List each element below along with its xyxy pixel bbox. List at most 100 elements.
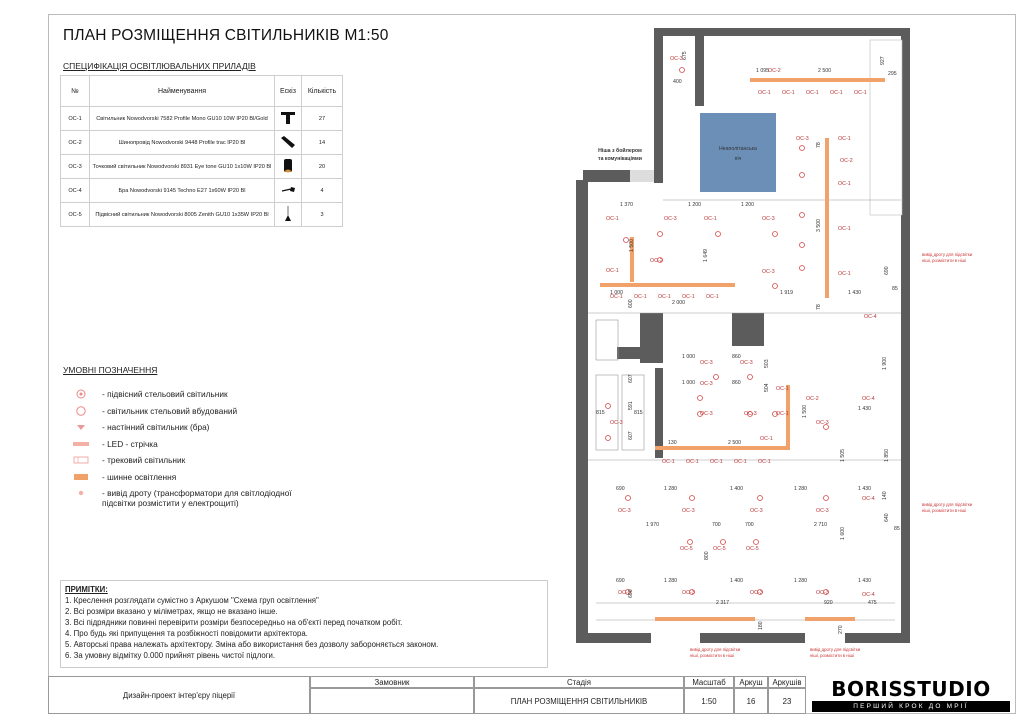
svg-text:ОС-1: ОС-1 <box>854 90 867 96</box>
track-light-symbol-icon <box>66 454 96 466</box>
logo-name: BORISSTUDIO <box>831 677 991 701</box>
wire-note-4: вивід дроту для підсвітки <box>810 647 861 652</box>
legend-item: - трековий світильник <box>66 452 292 469</box>
wire-note-1b: ніші, розмістити в ніші <box>922 258 966 263</box>
svg-text:1 400: 1 400 <box>730 578 743 584</box>
svg-text:1 280: 1 280 <box>794 578 807 584</box>
wall-lamp-icon <box>280 182 296 198</box>
svg-text:690: 690 <box>616 486 625 492</box>
oven <box>700 113 776 192</box>
project-name: Дизайн-проект інтер'єру піцерії <box>48 676 310 714</box>
svg-text:ОС-3: ОС-3 <box>618 590 631 596</box>
svg-text:690: 690 <box>884 266 890 275</box>
svg-text:1 200: 1 200 <box>741 202 754 208</box>
note-line: 1. Креслення розглядати сумістно з Аркуш… <box>65 596 319 605</box>
svg-text:ОС-5: ОС-5 <box>713 546 726 552</box>
svg-text:1 970: 1 970 <box>646 522 659 528</box>
svg-text:1 600: 1 600 <box>840 527 846 540</box>
svg-text:180: 180 <box>758 621 764 630</box>
svg-text:85: 85 <box>894 526 900 532</box>
wire-note-1: вивід дроту для підсвітки <box>922 252 973 257</box>
scale-value: 1:50 <box>684 688 734 714</box>
svg-text:815: 815 <box>634 410 643 416</box>
svg-text:600: 600 <box>628 589 634 598</box>
spec-qty: 3 <box>301 202 343 227</box>
svg-text:815: 815 <box>596 410 605 416</box>
wire-note-2: вивід дроту для підсвітки <box>922 502 973 507</box>
spec-qty: 20 <box>301 154 343 179</box>
svg-text:ОС-1: ОС-1 <box>682 294 695 300</box>
svg-text:607: 607 <box>628 431 634 440</box>
spec-no: ОС-5 <box>60 202 90 227</box>
wall-lamp-symbol-icon <box>66 421 96 433</box>
svg-text:ОС-4: ОС-4 <box>862 396 875 402</box>
svg-text:ОС-3: ОС-3 <box>700 411 713 417</box>
spec-name: Точковий світильник Nowodvorski 8931 Eye… <box>89 154 275 179</box>
svg-text:1 400: 1 400 <box>730 486 743 492</box>
spec-row: ОС-5 Підвісний світильник Nowodvorski 80… <box>60 202 343 227</box>
note-line: 3. Всі підрядники повинні перевірити роз… <box>65 618 403 627</box>
walls <box>576 28 910 643</box>
notes-title: ПРИМІТКИ: <box>65 585 108 594</box>
sheet-number: 16 <box>734 688 768 714</box>
svg-text:ОС-3: ОС-3 <box>750 508 763 514</box>
svg-text:1 280: 1 280 <box>664 578 677 584</box>
svg-text:607: 607 <box>628 374 634 383</box>
svg-text:270: 270 <box>838 625 844 634</box>
svg-text:ОС-1: ОС-1 <box>710 459 723 465</box>
svg-text:ОС-4: ОС-4 <box>862 496 875 502</box>
svg-text:ОС-3: ОС-3 <box>816 420 829 426</box>
track-spot-icon <box>280 110 296 126</box>
oven-label-2: піч <box>735 156 742 162</box>
note-line: 6. За умовну відмітку 0.000 прийнят ріве… <box>65 651 276 660</box>
svg-text:ОС-3: ОС-3 <box>796 136 809 142</box>
svg-text:ОС-5: ОС-5 <box>680 546 693 552</box>
fixture-labels: ОС-3 ОС-2 ОС-1 ОС-1 ОС-1 ОС-1 ОС-1 ОС-3 … <box>606 56 877 598</box>
rail-symbol-icon <box>66 471 96 483</box>
spec-name: Світильник Nowodvorski 7582 Profile Mono… <box>89 106 275 131</box>
svg-text:ОС-3: ОС-3 <box>664 216 677 222</box>
svg-text:1 000: 1 000 <box>682 380 695 386</box>
oven-label-1: Неаполітанська <box>719 146 757 152</box>
svg-text:ОС-1: ОС-1 <box>838 226 851 232</box>
logo-tagline: ПЕРШИЙ КРОК ДО МРІЇ <box>812 701 1010 712</box>
spec-qty: 14 <box>301 130 343 155</box>
svg-text:1 430: 1 430 <box>858 578 871 584</box>
svg-text:1 500: 1 500 <box>629 239 635 252</box>
svg-text:640: 640 <box>884 513 890 522</box>
stage-label: Стадія <box>474 676 684 688</box>
svg-text:591: 591 <box>628 401 634 410</box>
spec-header-name: Найменування <box>89 75 275 107</box>
sheet-title: ПЛАН РОЗМІЩЕННЯ СВІТИЛЬНИКІВ М1:50 <box>63 27 389 44</box>
svg-text:ОС-3: ОС-3 <box>762 269 775 275</box>
svg-text:ОС-1: ОС-1 <box>610 294 623 300</box>
boiler-niche <box>630 170 654 182</box>
svg-text:ОС-3: ОС-3 <box>618 508 631 514</box>
svg-text:1 850: 1 850 <box>884 449 890 462</box>
svg-text:1 919: 1 919 <box>780 290 793 296</box>
legend-item: - LED - стрічка <box>66 436 292 453</box>
svg-text:1 280: 1 280 <box>794 486 807 492</box>
svg-text:1 500: 1 500 <box>802 405 808 418</box>
svg-text:ОС-1: ОС-1 <box>606 268 619 274</box>
svg-text:1 430: 1 430 <box>848 290 861 296</box>
svg-text:ОС-4: ОС-4 <box>864 314 877 320</box>
svg-text:927: 927 <box>880 56 886 65</box>
svg-text:ОС-3: ОС-3 <box>744 411 757 417</box>
legend: - підвісний стельовий світильник - світи… <box>66 386 292 509</box>
dimensions: 675 400 1 095 2 500 927 295 1 370 1 200 … <box>596 51 900 634</box>
svg-text:860: 860 <box>732 354 741 360</box>
svg-text:920: 920 <box>824 600 833 606</box>
svg-text:675: 675 <box>682 51 688 60</box>
led-strip-symbol-icon <box>66 438 96 450</box>
notes-box: ПРИМІТКИ: 1. Креслення розглядати суміст… <box>60 580 548 668</box>
svg-text:1 000: 1 000 <box>610 290 623 296</box>
svg-text:ОС-1: ОС-1 <box>686 459 699 465</box>
spec-name: Підвісний світильник Nowodvorski 8005 Ze… <box>89 202 275 227</box>
pendant-symbol-icon <box>66 388 96 400</box>
svg-text:ОС-1: ОС-1 <box>734 459 747 465</box>
svg-text:295: 295 <box>888 71 897 77</box>
legend-item: - світильник стельовий вбудований <box>66 403 292 420</box>
spec-no: ОС-2 <box>60 130 90 155</box>
svg-text:ОС-2: ОС-2 <box>768 68 781 74</box>
